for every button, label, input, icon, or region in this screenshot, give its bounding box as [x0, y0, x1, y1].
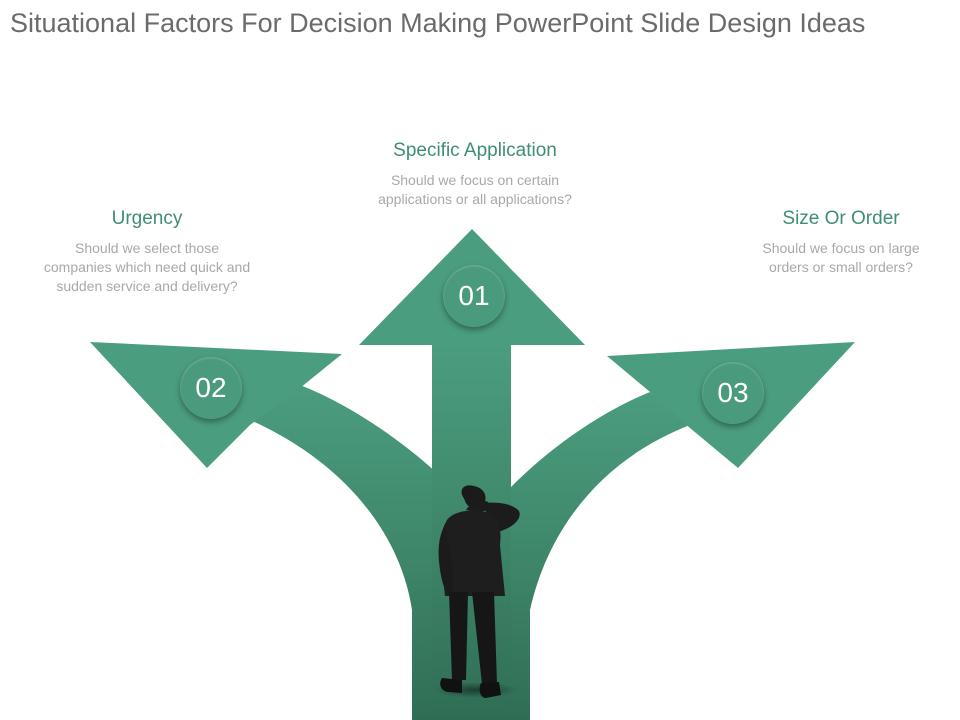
- item-description: Should we focus on certain applications …: [378, 172, 572, 207]
- item-description: Should we select those companies which n…: [43, 240, 251, 294]
- item-size-or-order: Size Or Order Should we focus on large o…: [760, 208, 922, 277]
- item-heading: Urgency: [111, 208, 183, 229]
- item-heading: Size Or Order: [782, 208, 900, 229]
- number-badge-03: 03: [702, 362, 764, 424]
- number-badge-01: 01: [443, 265, 505, 327]
- number-badge-02: 02: [180, 357, 242, 419]
- item-specific-application: Specific Application Should we focus on …: [370, 140, 580, 209]
- item-heading: Specific Application: [393, 140, 557, 161]
- item-description: Should we focus on large orders or small…: [762, 240, 920, 275]
- item-urgency: Urgency Should we select those companies…: [40, 208, 254, 296]
- slide-title: Situational Factors For Decision Making …: [10, 8, 866, 38]
- thinking-businessman-silhouette: [434, 485, 520, 698]
